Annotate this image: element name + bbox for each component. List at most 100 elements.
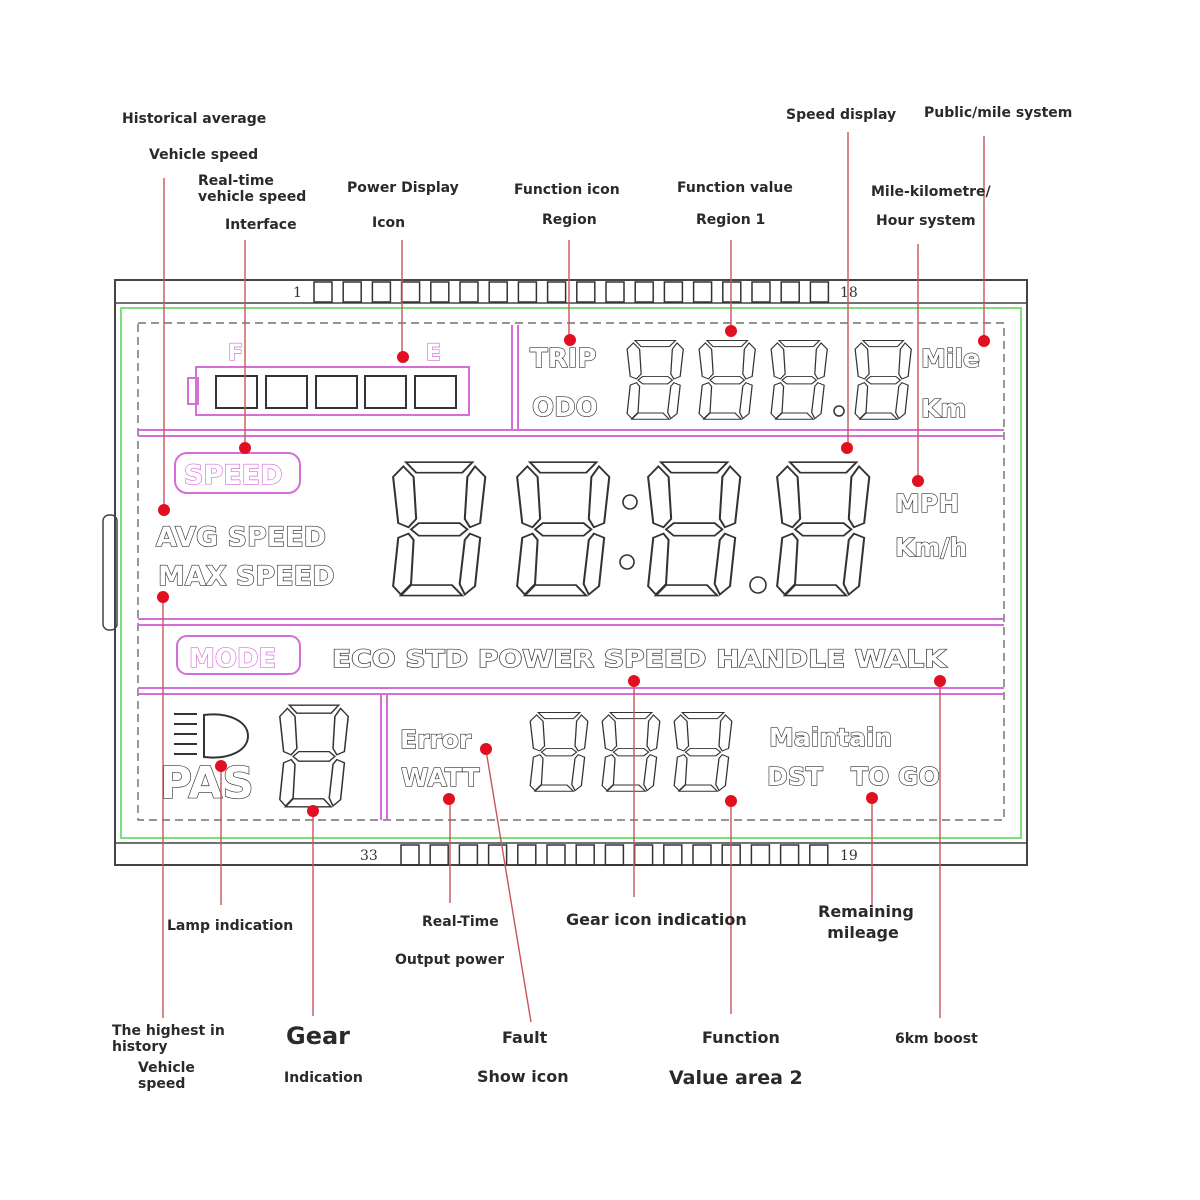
pin-bottom-end: 19 <box>840 848 858 864</box>
pin <box>779 844 800 866</box>
label-gear-icon-indication: Gear icon indication <box>566 910 747 929</box>
pin <box>692 844 712 866</box>
pin <box>605 281 625 303</box>
label-remaining-2: mileage <box>827 923 899 942</box>
pin-top-end: 18 <box>840 285 858 301</box>
pin <box>751 281 771 303</box>
speed-badge-label: SPEED <box>184 460 283 491</box>
label-lamp-indication: Lamp indication <box>167 918 294 934</box>
pin <box>487 844 508 866</box>
pas-label: PAS <box>160 758 254 809</box>
pin <box>342 281 362 303</box>
label-mile-km-2: Hour system <box>876 213 976 229</box>
pin <box>633 844 654 866</box>
value-area-2-digits <box>529 711 733 792</box>
label-highest-3: Vehicle <box>138 1060 195 1076</box>
pin <box>400 281 421 303</box>
label-remaining-1: Remaining <box>818 902 914 921</box>
pin <box>604 844 625 866</box>
label-function-value-region: Region 1 <box>696 212 766 228</box>
gear-digit <box>279 704 349 808</box>
label-fault: Fault <box>502 1028 548 1047</box>
label-power-icon: Icon <box>372 215 406 231</box>
lamp-icon <box>174 713 250 759</box>
label-realtime-power-1: Real-Time <box>422 914 499 930</box>
active-area-border <box>120 307 1022 839</box>
pin-bottom-start: 33 <box>360 848 378 864</box>
speed-badge <box>174 452 301 494</box>
mile-label: Mile <box>921 344 980 373</box>
label-gear: Gear <box>286 1022 351 1050</box>
pin <box>780 281 800 303</box>
battery-icon <box>187 366 470 416</box>
odo-label: ODO <box>532 393 598 423</box>
dst-label: DST <box>767 762 823 791</box>
pin <box>546 844 566 866</box>
max-speed-label: MAX SPEED <box>158 561 335 592</box>
pin <box>517 281 538 303</box>
pin <box>429 844 449 866</box>
function-value-digits <box>626 339 912 420</box>
label-speed-display: Speed display <box>786 107 897 123</box>
pin <box>692 281 713 303</box>
label-historical-average: Historical average <box>122 111 267 127</box>
pin <box>517 844 537 866</box>
label-mile-km-1: Mile-kilometre/ <box>871 184 991 200</box>
label-function: Function <box>702 1028 780 1047</box>
label-realtime-speed-2: vehicle speed <box>198 189 307 205</box>
label-highest-1: The highest in <box>112 1023 225 1039</box>
leader-lines <box>162 132 985 1023</box>
label-highest-2: history <box>112 1039 168 1055</box>
lcd-frame <box>114 279 1028 866</box>
pin-top-start: 1 <box>293 285 302 301</box>
trip-label: TRIP <box>530 344 597 374</box>
mode-badge <box>176 635 301 675</box>
pin <box>809 281 830 303</box>
top-pins <box>313 281 830 303</box>
label-interface: Interface <box>225 217 297 233</box>
pin <box>430 281 450 303</box>
label-function-value: Function value <box>677 180 793 196</box>
label-6km-boost: 6km boost <box>895 1031 978 1047</box>
pin <box>750 844 771 866</box>
pin <box>371 281 392 303</box>
callout-dots <box>157 325 990 817</box>
label-power-display: Power Display <box>347 180 459 196</box>
label-function-icon-region: Region <box>542 212 597 228</box>
label-realtime-power-2: Output power <box>395 952 505 968</box>
pin <box>809 844 829 866</box>
label-realtime-speed-1: Real-time <box>198 173 274 189</box>
battery-empty-label: E <box>426 341 441 366</box>
watt-label: WATT <box>401 763 480 792</box>
pin <box>575 844 595 866</box>
pin <box>458 844 479 866</box>
viewing-area <box>137 322 1005 821</box>
pin <box>663 281 684 303</box>
battery-full-label: F <box>228 341 243 366</box>
pin <box>400 844 420 866</box>
pin <box>488 281 508 303</box>
km-label: Km <box>921 394 966 423</box>
speed-digits <box>392 461 871 597</box>
bottom-pins <box>400 844 829 866</box>
mode-badge-label: MODE <box>189 644 276 674</box>
mph-label: MPH <box>895 489 959 518</box>
pin <box>313 281 333 303</box>
label-vehicle-speed-top: Vehicle speed <box>149 147 259 163</box>
kmh-label: Km/h <box>895 533 967 562</box>
pin <box>663 844 683 866</box>
pin <box>459 281 479 303</box>
label-gear-indication: Indication <box>284 1070 363 1086</box>
label-public-mile: Public/mile system <box>924 105 1073 121</box>
pin <box>722 281 742 303</box>
mode-list-label: ECO STD POWER SPEED HANDLE WALK <box>332 645 948 673</box>
pin <box>576 281 596 303</box>
pin <box>546 281 567 303</box>
label-function-icon: Function icon <box>514 182 620 198</box>
label-value-area-2: Value area 2 <box>669 1067 803 1089</box>
avg-speed-label: AVG SPEED <box>156 522 326 553</box>
error-label: Error <box>400 725 472 754</box>
to-go-label: TO GO <box>851 762 940 791</box>
